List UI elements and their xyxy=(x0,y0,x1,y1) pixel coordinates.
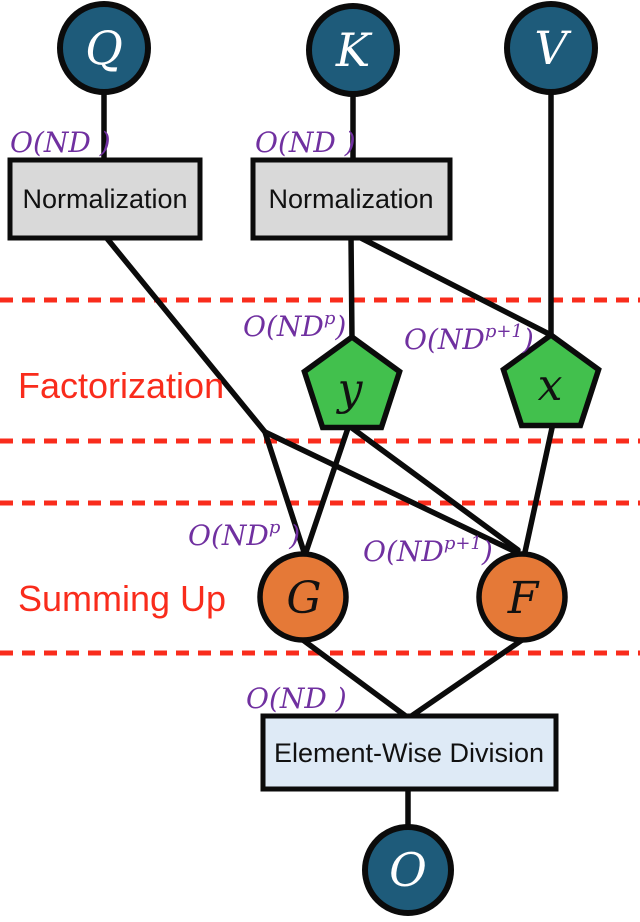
node-v-circle xyxy=(504,1,598,95)
node-v-label: V xyxy=(534,21,572,75)
normalization-k-box xyxy=(250,157,453,241)
node-q-label: Q xyxy=(85,21,123,75)
node-y-pentagon xyxy=(301,333,403,431)
node-g-circle xyxy=(257,551,349,643)
node-o-label: O xyxy=(389,843,427,897)
edge-junction-to-f xyxy=(262,429,521,556)
node-k-circle xyxy=(306,3,400,97)
node-k-label: K xyxy=(335,23,373,77)
normalization-q-box xyxy=(7,157,203,241)
node-g-label: G xyxy=(286,573,321,624)
complexity-k-normalization: O(ND ) xyxy=(255,126,356,159)
complexity-y: O(NDp) xyxy=(243,308,346,343)
node-f-label: F xyxy=(507,573,540,624)
node-x-pentagon xyxy=(500,331,602,429)
element-wise-division-box xyxy=(260,713,559,792)
edge-y-to-f xyxy=(349,425,521,553)
complexity-q-normalization: O(ND ) xyxy=(10,126,111,159)
section-summing-up-label: Summing Up xyxy=(18,578,226,619)
node-y-label: y xyxy=(336,364,364,415)
complexity-g: O(NDp ) xyxy=(188,517,300,552)
edge-f-to-division xyxy=(407,637,525,720)
edge-normalization-k-to-x xyxy=(354,233,554,338)
node-f-circle xyxy=(476,551,568,643)
node-q-circle xyxy=(57,1,151,95)
edge-g-to-division xyxy=(300,637,410,720)
normalization-k-label: Normalization xyxy=(268,184,433,214)
section-factorization-label: Factorization xyxy=(18,365,224,406)
edge-junction-to-g xyxy=(262,429,307,555)
complexity-division: O(ND ) xyxy=(246,682,347,715)
edge-normalization-k-to-y xyxy=(348,233,355,343)
edge-normalization-q-junction xyxy=(102,233,268,435)
node-x-label: x xyxy=(538,360,563,411)
complexity-f: O(NDp+1) xyxy=(363,533,493,568)
edge-y-to-g xyxy=(303,425,351,555)
complexity-x: O(NDp+1) xyxy=(404,321,534,356)
element-wise-division-label: Element-Wise Division xyxy=(274,738,544,768)
node-o-circle xyxy=(362,824,454,916)
edge-x-to-f xyxy=(522,425,555,555)
normalization-q-label: Normalization xyxy=(22,184,187,214)
